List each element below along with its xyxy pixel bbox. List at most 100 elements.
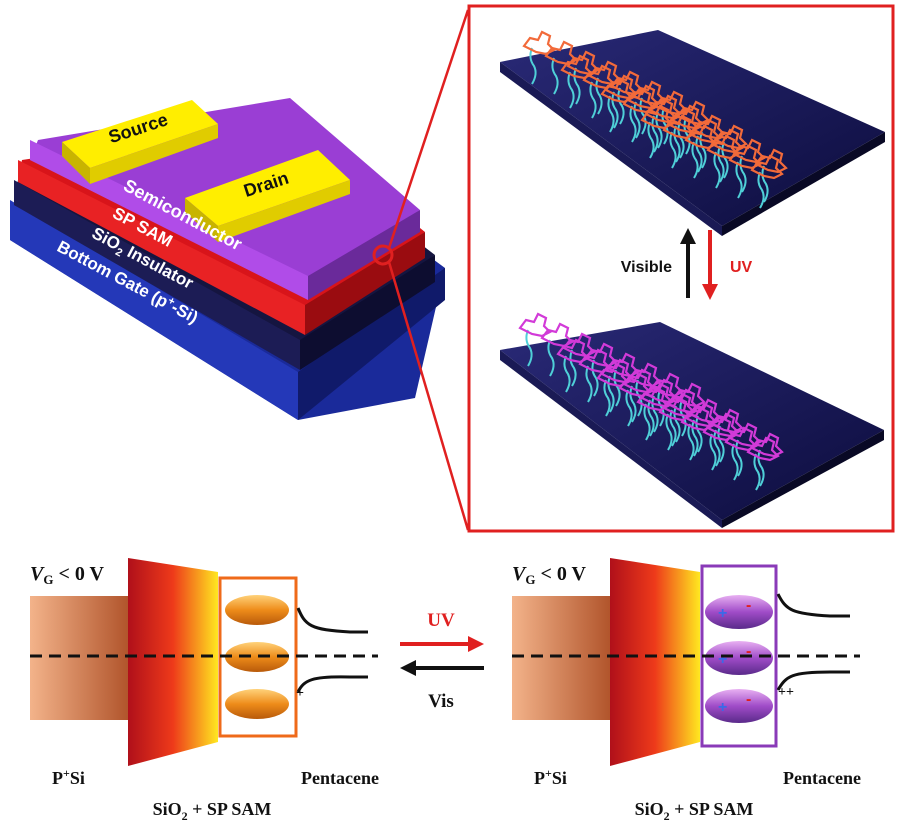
spiropyran-molecule-linker [717, 425, 725, 463]
merocyanine-molecule-linker [721, 141, 729, 179]
merocyanine-molecule-linker [611, 91, 619, 129]
spiropyran-molecule-linker [647, 399, 655, 437]
spiropyran-molecule [746, 436, 780, 462]
merocyanine-molecule [604, 74, 638, 100]
gate-voltage-label-left: VG < 0 V [30, 563, 105, 587]
pentacene-label-left: Pentacene [301, 768, 379, 788]
merocyanine-molecule [684, 124, 718, 150]
merocyanine-molecule-linker [551, 57, 559, 95]
spiropyran-molecule-linker [731, 443, 739, 481]
spiropyran-molecule-linker [525, 329, 533, 367]
conduction-band-right [776, 593, 850, 618]
merocyanine-molecule-linker [713, 151, 721, 189]
spiropyran-molecule [702, 416, 736, 442]
spiropyran-molecule [636, 386, 670, 412]
spiropyran-molecule-linker [563, 355, 571, 393]
spiropyran-molecule [728, 422, 762, 448]
valence-band-right [776, 670, 850, 691]
spiropyran-molecule [658, 396, 692, 422]
spiropyran-molecule [584, 342, 618, 368]
merocyanine-dipole-3: + - [705, 689, 773, 723]
svg-text:-: - [746, 597, 751, 614]
spiropyran-molecule-linker [625, 389, 633, 427]
hole-mark-left: + [296, 686, 304, 701]
merocyanine-molecule [688, 118, 722, 144]
spiropyran-molecule-linker [669, 409, 677, 447]
spiropyran-molecule [672, 382, 706, 408]
zoom-line-bottom [387, 261, 470, 531]
spiropyran-molecule [650, 372, 684, 398]
merocyanine-molecule [728, 144, 762, 170]
svg-text:-: - [746, 643, 751, 660]
merocyanine-molecule [560, 54, 594, 80]
spiropyran-molecule [562, 332, 596, 358]
sio2-sam-label-right: SiO2 + SP SAM [635, 799, 754, 823]
conduction-band-left [296, 607, 368, 634]
spiropyran-molecule [578, 348, 612, 374]
merocyanine-molecule-linker [595, 77, 603, 115]
merocyanine-molecule-linker [735, 161, 743, 199]
merocyanine-molecule [626, 84, 660, 110]
merocyanine-molecule-linker [761, 165, 769, 203]
merocyanine-ellipse-3 [225, 689, 289, 719]
merocyanine-molecule [666, 108, 700, 134]
merocyanine-molecule [582, 64, 616, 90]
spiropyran-molecule-linker [665, 413, 673, 451]
merocyanine-molecule [662, 114, 696, 140]
spiropyran-molecule [596, 362, 630, 388]
merocyanine-ellipse-1 [225, 595, 289, 625]
spiropyran-molecule-linker [757, 449, 765, 487]
svg-text:+: + [718, 605, 727, 622]
spiropyran-molecule-linker [607, 375, 615, 413]
merocyanine-molecule [754, 148, 788, 174]
merocyanine-molecule-linker [695, 135, 703, 173]
spiropyran-molecule-linker [547, 339, 555, 377]
merocyanine-molecule-linker [607, 95, 615, 133]
band-diagram-right: VG < 0 V + - + - + - ++ P+Si Pentacene S… [512, 558, 861, 823]
merocyanine-molecule [710, 128, 744, 154]
gate-voltage-label-right: VG < 0 V [512, 563, 587, 587]
merocyanine-molecule-linker [633, 101, 641, 139]
merocyanine-molecule-linker [677, 121, 685, 159]
spiropyran-molecule-linker [691, 419, 699, 457]
svg-text:-: - [746, 691, 751, 708]
spiropyran-molecule-linker [585, 365, 593, 403]
vis-switch-arrow-head [400, 660, 416, 676]
uv-label: UV [730, 259, 753, 276]
merocyanine-molecule [622, 88, 656, 114]
spiropyran-molecule-linker [713, 429, 721, 467]
merocyanine-molecule [644, 98, 678, 124]
zoom-line-top [387, 9, 470, 249]
spiropyran-molecule-linker [629, 385, 637, 423]
spiropyran-molecule-linker [591, 359, 599, 397]
zoom-circle [372, 244, 394, 266]
pentacene-label-right: Pentacene [783, 768, 861, 788]
merocyanine-molecule-linker [655, 111, 663, 149]
merocyanine-molecule-linker [629, 105, 637, 143]
uv-switch-label: UV [427, 610, 455, 631]
spiropyran-molecule [606, 352, 640, 378]
spiropyran-molecule-linker [569, 349, 577, 387]
spiropyran-molecule-linker [651, 395, 659, 433]
merocyanine-molecule [640, 104, 674, 130]
spiropyran-molecule [618, 372, 652, 398]
spiropyran-molecule-linker [695, 415, 703, 453]
visible-label: Visible [621, 259, 672, 276]
spiropyran-molecule [706, 412, 740, 438]
merocyanine-molecules-top [522, 30, 788, 209]
spiropyran-molecule-linker [603, 379, 611, 417]
band-diagram-left: VG < 0 V + P+Si Pentacene SiO2 + SP SAM [30, 558, 379, 823]
spiropyran-molecule [684, 402, 718, 428]
merocyanine-ellipse-2 [225, 642, 289, 672]
merocyanine-molecule-linker [673, 125, 681, 163]
molecular-inset: Visible UV [467, 4, 895, 533]
visible-arrow-head [680, 228, 696, 244]
merocyanine-molecule-linker [691, 141, 699, 179]
merocyanine-molecule-linker [617, 87, 625, 125]
valence-band-left [296, 675, 368, 693]
merocyanine-molecule [732, 138, 766, 164]
merocyanine-molecule-linker [529, 47, 537, 85]
spiropyran-molecule [750, 432, 784, 458]
spiropyran-molecule-linker [687, 423, 695, 461]
drain-electrode [185, 150, 350, 242]
